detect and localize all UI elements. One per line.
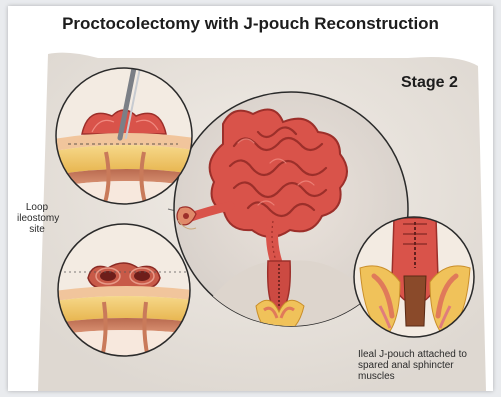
ileal-pouch-caption: Ileal J-pouch attached to spared anal sp… — [358, 349, 488, 382]
diagram-frame: Proctocolectomy with J-pouch Reconstruct… — [8, 6, 493, 391]
stage-label: Stage 2 — [401, 74, 458, 92]
diagram-title: Proctocolectomy with J-pouch Reconstruct… — [8, 14, 493, 34]
illustration — [8, 6, 493, 391]
loop-ileostomy-caption: Loop ileostomy site — [17, 202, 57, 235]
